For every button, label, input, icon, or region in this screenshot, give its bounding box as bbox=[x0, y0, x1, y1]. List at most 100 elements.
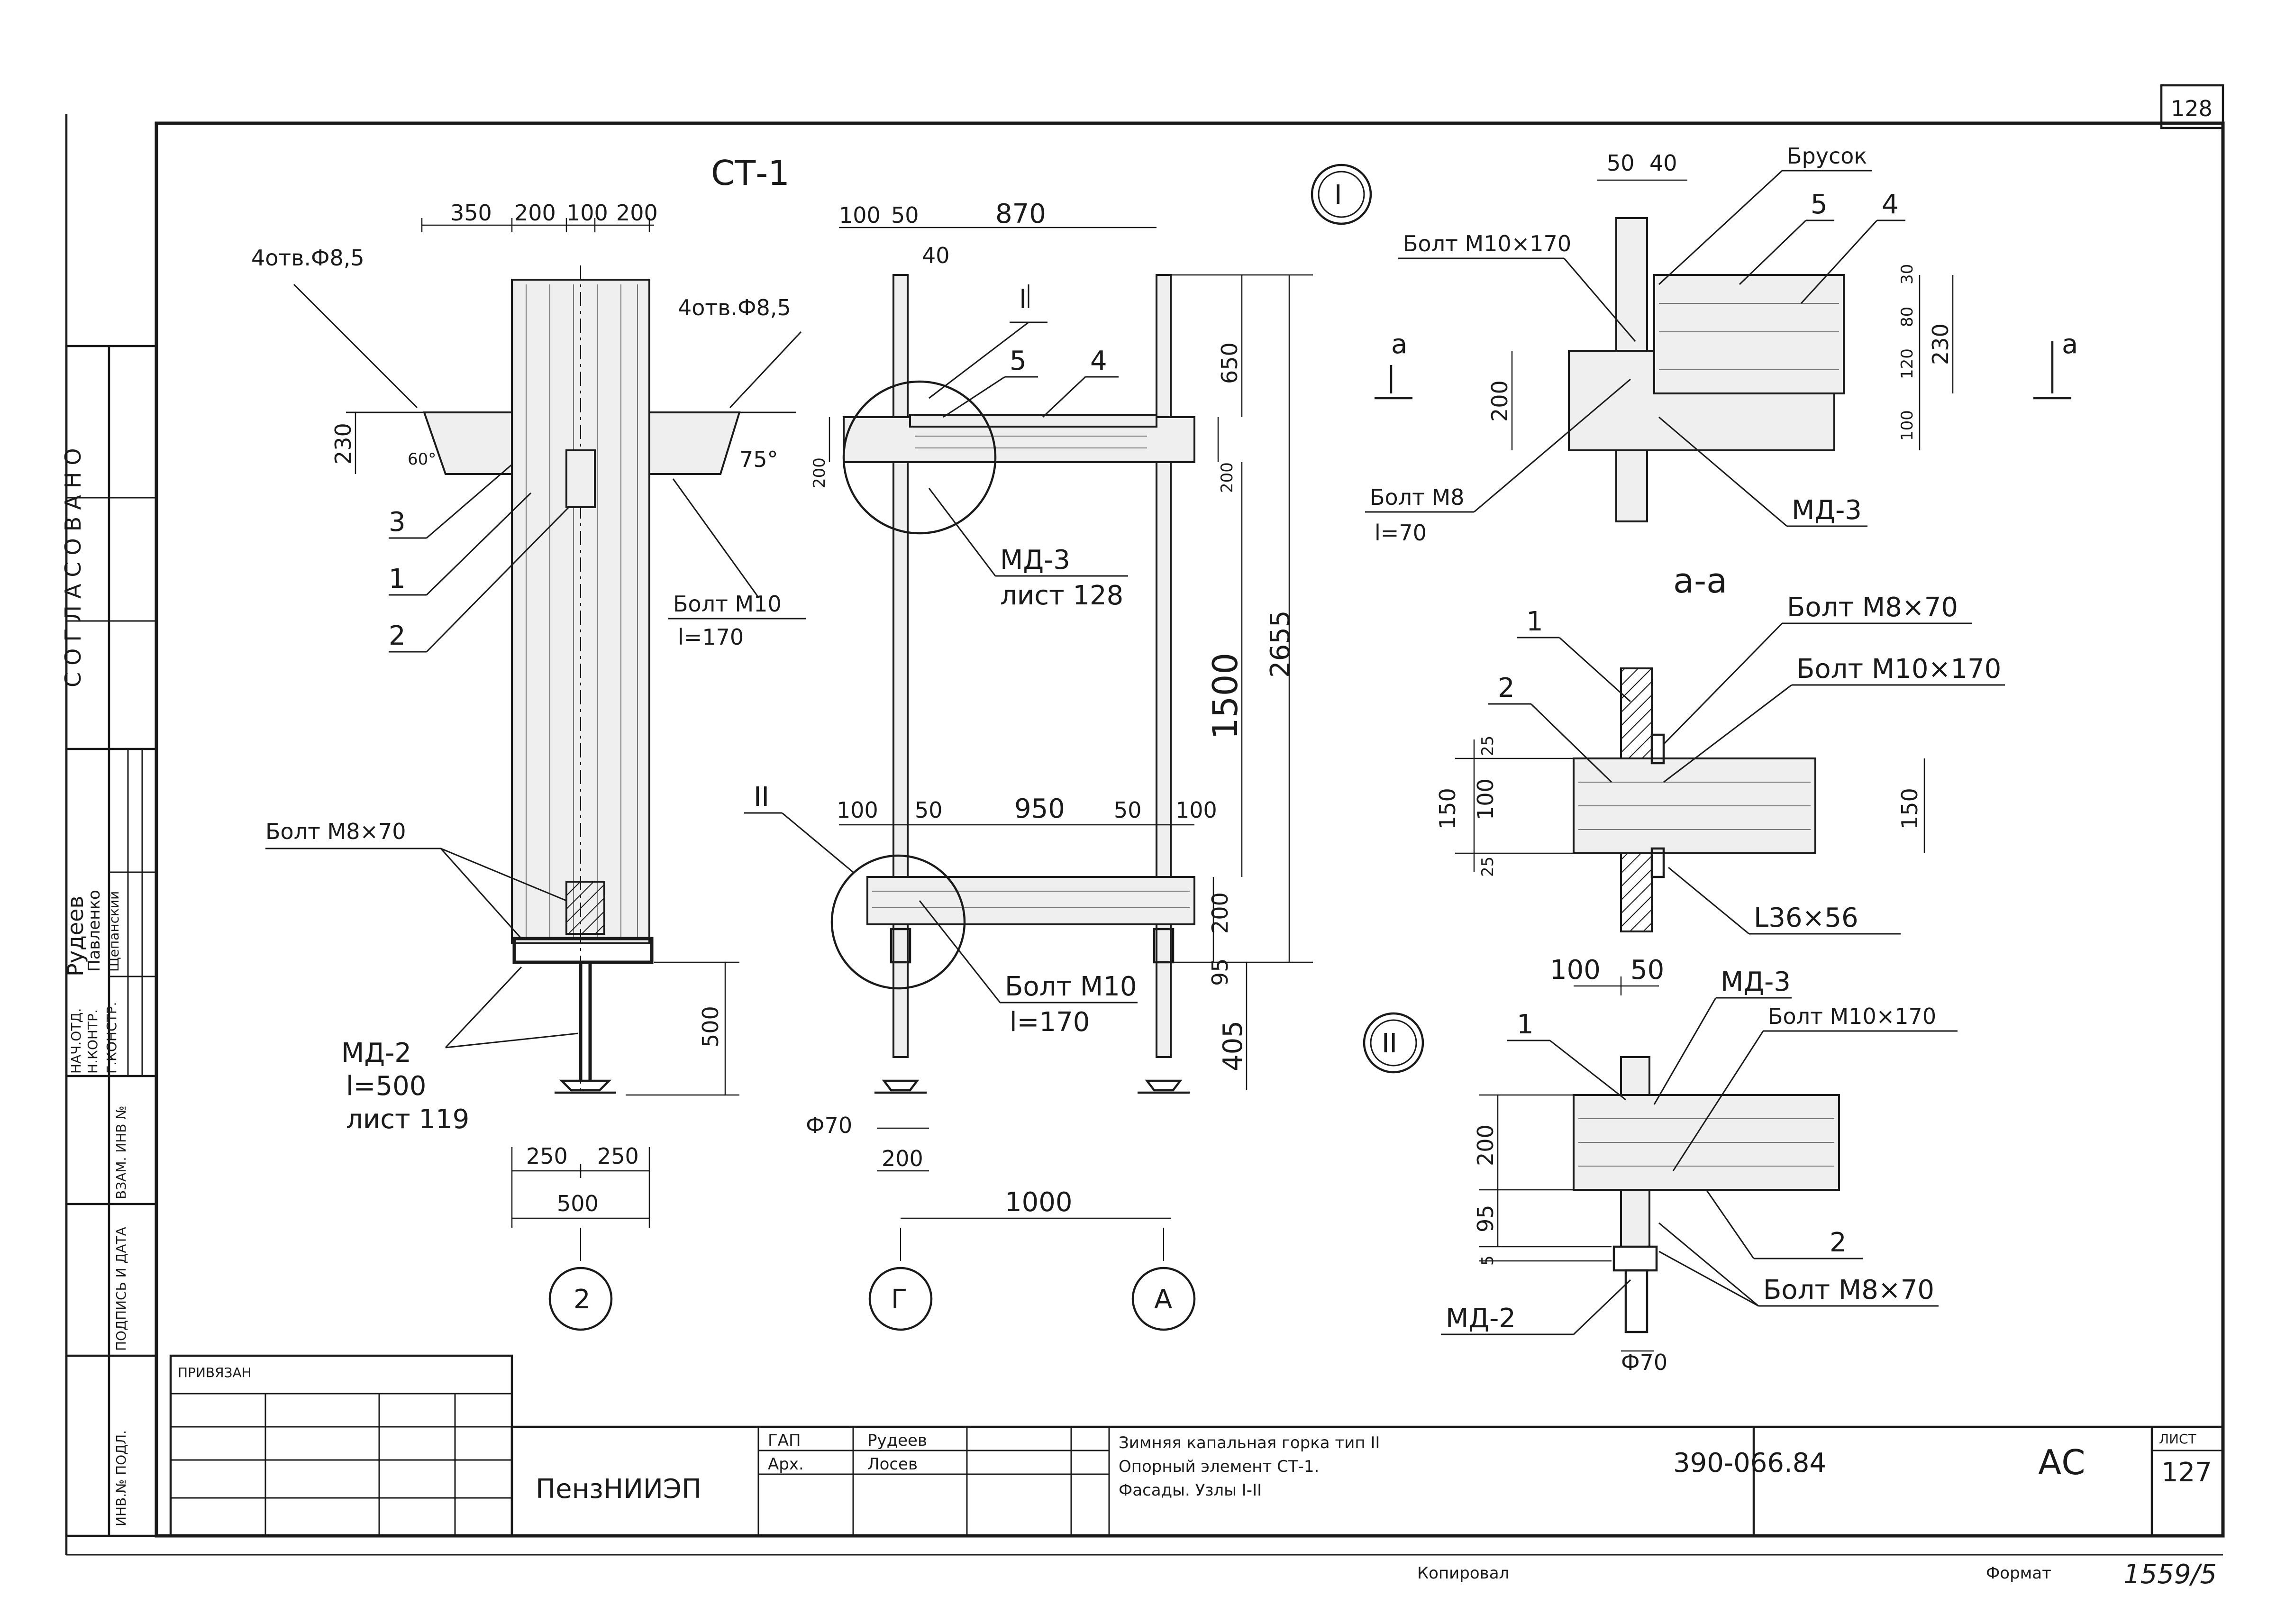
description-line-1: Опорный элемент СТ-1. bbox=[1119, 1457, 1319, 1476]
node-II-dim-200: 200 bbox=[1473, 1124, 1498, 1166]
left-dim-100: 100 bbox=[566, 200, 608, 226]
mid-dim-870: 870 bbox=[995, 199, 1046, 229]
section-aa: а-а 1 2 Болт М8×70 Болт М10×170 25 100 2… bbox=[1435, 561, 2005, 995]
gap-label: ГАП bbox=[768, 1431, 801, 1450]
node-I-callout-4: 4 bbox=[1882, 189, 1899, 220]
mid-dim-200-right: 200 bbox=[1218, 462, 1237, 493]
mid-dim-200-base: 200 bbox=[882, 1146, 923, 1171]
view-mid: 100 50 870 40 I 5 4 200 200 650 1500 265… bbox=[744, 199, 1313, 1331]
node-I-dim-30: 30 bbox=[1898, 264, 1917, 284]
mid-phi70: Ф70 bbox=[806, 1113, 852, 1138]
mid-dim-650: 650 bbox=[1217, 342, 1242, 384]
section-aa-angle: L36×56 bbox=[1754, 903, 1858, 933]
node-I-dim-120: 120 bbox=[1898, 348, 1917, 379]
node-I-bolt-m8: Болт М8 bbox=[1370, 484, 1464, 510]
node-I-section-right: а bbox=[2062, 329, 2078, 360]
staff-name-0: Рудеев bbox=[63, 896, 88, 976]
node-I-marker: I bbox=[1334, 180, 1342, 210]
node-II-bolt-m10: Болт М10×170 bbox=[1768, 1004, 1936, 1029]
left-dim-350: 350 bbox=[450, 200, 492, 226]
node-I-dim-50: 50 bbox=[1607, 150, 1635, 176]
mid-dim-50: 50 bbox=[891, 202, 919, 228]
top-sheet-number: 128 bbox=[2171, 96, 2213, 121]
stage-code: АС bbox=[2038, 1442, 2086, 1482]
left-md2-sheet: лист 119 bbox=[346, 1104, 469, 1135]
left-dim-200b: 200 bbox=[616, 200, 658, 226]
org-name: ПензНИИЭП bbox=[536, 1474, 701, 1505]
mid-dim-200-low: 200 bbox=[1207, 892, 1233, 934]
node-I-dim-40: 40 bbox=[1649, 150, 1677, 176]
axis-2: 2 bbox=[574, 1284, 591, 1315]
left-bolt-m8: Болт М8×70 bbox=[265, 819, 406, 844]
left-dim-500v: 500 bbox=[698, 1006, 723, 1048]
mid-callout-II: II bbox=[754, 782, 769, 812]
section-aa-bolt-m8: Болт М8×70 bbox=[1787, 592, 1958, 623]
mid-dim-1500: 1500 bbox=[1205, 653, 1245, 739]
description-line-0: Зимняя капальная горка тип II bbox=[1119, 1433, 1380, 1452]
drawing-title: СТ-1 bbox=[711, 153, 790, 193]
approved-label: СОГЛАСОВАНО bbox=[60, 441, 86, 687]
node-II-callout-1: 1 bbox=[1517, 1009, 1534, 1040]
node-I-bolt-m10: Болт М10×170 bbox=[1403, 231, 1571, 256]
mid-bolt-m10: Болт М10 bbox=[1005, 971, 1137, 1002]
staff-name-2: Щепанский bbox=[106, 891, 122, 972]
section-aa-dim-150-right: 150 bbox=[1897, 788, 1922, 830]
row-label-0: ВЗАМ. ИНВ № bbox=[113, 1105, 129, 1199]
section-aa-dim-150-left: 150 bbox=[1435, 788, 1460, 830]
left-bolt-m10: Болт М10 bbox=[673, 591, 782, 617]
node-II-dim-95: 95 bbox=[1473, 1204, 1498, 1232]
mid-dim-405: 405 bbox=[1218, 1021, 1248, 1071]
mid-dim-100: 100 bbox=[839, 202, 881, 228]
section-aa-bolt-m10: Болт М10×170 bbox=[1796, 654, 2001, 684]
node-I-dim-200: 200 bbox=[1487, 380, 1512, 422]
mid-callout-5: 5 bbox=[1010, 346, 1027, 376]
section-aa-dim-100: 100 bbox=[1473, 778, 1498, 820]
node-I-dim-80: 80 bbox=[1898, 307, 1917, 327]
mid-md3: МД-3 bbox=[1000, 545, 1070, 575]
node-II-marker: II bbox=[1382, 1028, 1397, 1059]
mid-md3-sheet: лист 128 bbox=[1000, 580, 1123, 611]
node-II-md3: МД-3 bbox=[1721, 967, 1791, 997]
node-I-dim-230: 230 bbox=[1928, 323, 1953, 365]
left-dim-500: 500 bbox=[557, 1191, 599, 1216]
node-II-md2: МД-2 bbox=[1446, 1303, 1516, 1334]
mid-callout-4: 4 bbox=[1090, 346, 1107, 376]
node-II-dim-5: 5 bbox=[1478, 1255, 1497, 1266]
left-dim-200a: 200 bbox=[514, 200, 556, 226]
left-strip: СОГЛАСОВАНО НАЧ.ОТД. Рудеев Н.КОНТР. Пав… bbox=[60, 345, 158, 1537]
node-I: I 50 40 Брусок 5 4 Болт М10×170 а а 200 … bbox=[1311, 143, 2078, 546]
copy-label: Копировал bbox=[1417, 1564, 1509, 1583]
left-dim-250a: 250 bbox=[526, 1143, 568, 1169]
staff-role-1: Н.КОНТР. bbox=[85, 1009, 100, 1074]
node-II-bolt-m8: Болт М8×70 bbox=[1763, 1275, 1934, 1305]
node-II: II 1 МД-3 Болт М10×170 200 95 5 2 Болт М… bbox=[1363, 967, 1958, 1375]
callout-2: 2 bbox=[389, 620, 406, 651]
sheet-number: 127 bbox=[2161, 1457, 2212, 1488]
left-dim-230: 230 bbox=[330, 423, 356, 465]
section-aa-title: а-а bbox=[1673, 561, 1727, 601]
mid-mid-dim-50b: 50 bbox=[1114, 797, 1142, 823]
gap-name: Рудеев bbox=[867, 1431, 927, 1450]
mid-callout-I: I bbox=[1019, 284, 1027, 315]
title-block: ПРИВЯЗАН ПензНИИЭП ГАП Рудеев Арх. Лосев… bbox=[169, 1354, 2224, 1537]
staff-role-0: НАЧ.ОТД. bbox=[68, 1008, 84, 1074]
staff-role-2: Г.КОНСТР. bbox=[104, 1002, 119, 1074]
section-aa-callout-1: 1 bbox=[1526, 606, 1543, 637]
section-aa-callout-2: 2 bbox=[1498, 673, 1515, 703]
format-value: 1559/5 bbox=[2123, 1559, 2217, 1590]
mid-dim-95: 95 bbox=[1207, 958, 1233, 986]
callout-1: 1 bbox=[389, 564, 406, 594]
arch-name: Лосев bbox=[867, 1455, 918, 1474]
section-aa-dim-50: 50 bbox=[1630, 955, 1664, 985]
view-left: 350 200 100 200 4отв.Ф8,5 4отв.Ф8,5 230 … bbox=[251, 200, 806, 1331]
mid-dim-1000: 1000 bbox=[1005, 1187, 1073, 1218]
node-I-brusok: Брусок bbox=[1787, 143, 1867, 169]
mid-dim-40: 40 bbox=[922, 243, 950, 268]
axis-g: Г bbox=[891, 1284, 907, 1315]
left-dim-250b: 250 bbox=[597, 1143, 639, 1169]
hole-note-right: 4отв.Ф8,5 bbox=[678, 295, 791, 320]
bound-label: ПРИВЯЗАН bbox=[178, 1365, 252, 1380]
arch-label: Арх. bbox=[768, 1455, 804, 1474]
left-md2-len: l=500 bbox=[346, 1071, 426, 1102]
callout-3: 3 bbox=[389, 507, 406, 538]
